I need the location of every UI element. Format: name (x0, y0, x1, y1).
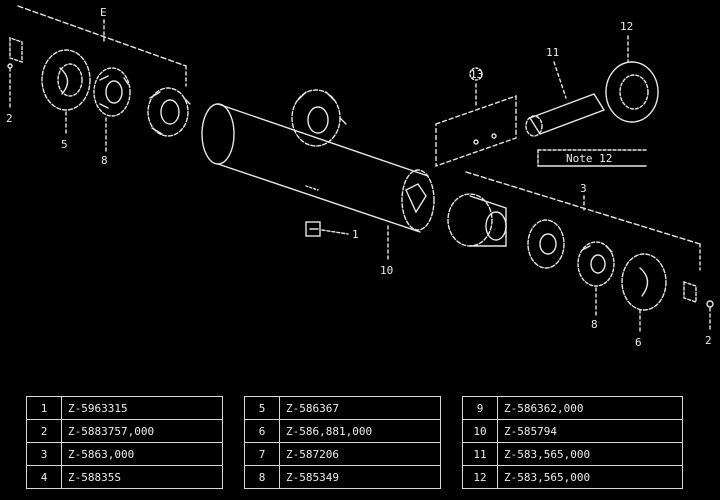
callout-2-left: 2 (6, 112, 13, 125)
part-cap-disc-right (621, 253, 667, 335)
part-roller-cylinder (201, 103, 435, 233)
callout-8-left: 8 (101, 154, 108, 167)
part-end-ring (605, 35, 659, 123)
part-number: Z-583,565,000 (497, 442, 683, 466)
part-number: Z-586367 (279, 396, 441, 420)
item-number: 6 (244, 419, 280, 443)
item-number: 1 (26, 396, 62, 420)
exploded-parts-diagram: E 2 5 8 11 12 13 10 1 3 2 8 6 Note 12 (6, 5, 714, 349)
part-number: Z-586,881,000 (279, 419, 441, 443)
item-number: 12 (462, 465, 498, 489)
part-number: Z-5963315 (61, 396, 223, 420)
callout-e: E (100, 6, 107, 19)
callout-6: 6 (635, 336, 642, 349)
item-number: 7 (244, 442, 280, 466)
item-number: 10 (462, 419, 498, 443)
part-cap-disc (41, 49, 91, 137)
bracket-upper-left (17, 5, 187, 67)
part-pin (305, 221, 349, 237)
part-number: Z-585794 (497, 419, 683, 443)
part-number: Z-586362,000 (497, 396, 683, 420)
item-number: 3 (26, 442, 62, 466)
part-gear-right (577, 241, 615, 317)
note-label: Note 12 (566, 152, 612, 165)
part-number: Z-58835S (61, 465, 223, 489)
part-clip-left (7, 37, 23, 109)
part-bearing-left (147, 87, 191, 137)
part-gear-left (93, 67, 131, 153)
callout-11: 11 (546, 46, 559, 59)
part-mounting-plate (435, 67, 517, 167)
item-number: 5 (244, 396, 280, 420)
callout-1: 1 (352, 228, 359, 241)
part-number: Z-5863,000 (61, 442, 223, 466)
part-drive-gear (291, 89, 347, 147)
callout-13: 13 (470, 68, 483, 81)
callout-8-right: 8 (591, 318, 598, 331)
item-number: 4 (26, 465, 62, 489)
callout-2-right: 2 (705, 334, 712, 347)
bracket-lower-right (465, 171, 701, 245)
part-number: Z-5883757,000 (61, 419, 223, 443)
part-clip-right (683, 281, 714, 331)
part-number: Z-587206 (279, 442, 441, 466)
callout-12: 12 (620, 20, 633, 33)
item-number: 11 (462, 442, 498, 466)
callout-10: 10 (380, 264, 393, 277)
item-number: 2 (26, 419, 62, 443)
part-shaft-sleeve (525, 61, 606, 137)
part-bearing-right (447, 193, 507, 247)
part-number: Z-585349 (279, 465, 441, 489)
part-washer (527, 219, 565, 269)
item-number: 8 (244, 465, 280, 489)
part-number: Z-583,565,000 (497, 465, 683, 489)
callout-5: 5 (61, 138, 68, 151)
callout-3: 3 (580, 182, 587, 195)
item-number: 9 (462, 396, 498, 420)
